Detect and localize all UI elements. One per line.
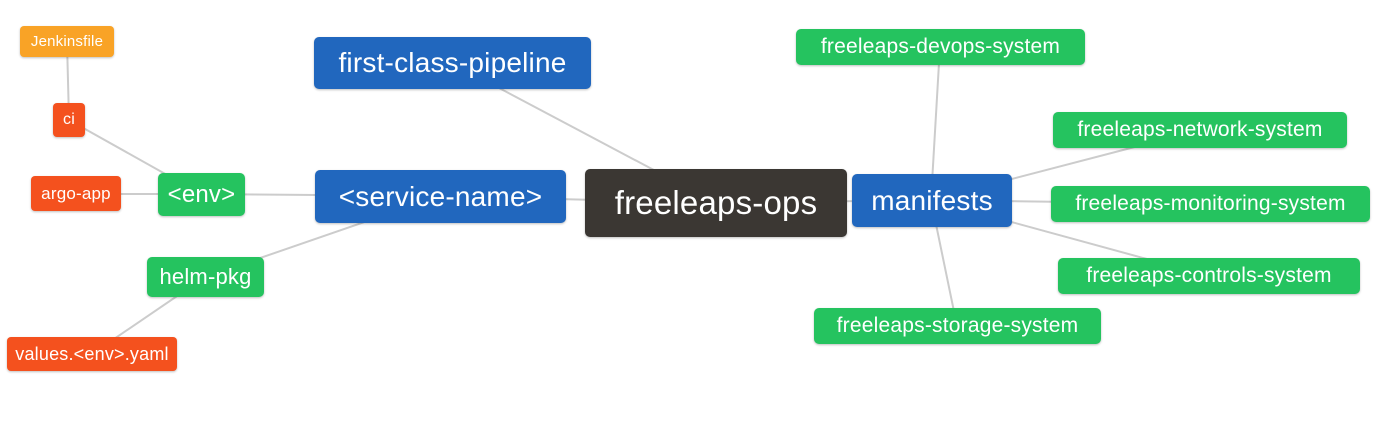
node-freeleaps-monitoring-system[interactable]: freeleaps-monitoring-system bbox=[1051, 186, 1370, 222]
node-helm-pkg[interactable]: helm-pkg bbox=[147, 257, 264, 297]
node-jenkinsfile[interactable]: Jenkinsfile bbox=[20, 26, 114, 57]
node-values-env-yaml[interactable]: values.<env>.yaml bbox=[7, 337, 177, 371]
node-freeleaps-network-system[interactable]: freeleaps-network-system bbox=[1053, 112, 1347, 148]
node-first-class-pipeline[interactable]: first-class-pipeline bbox=[314, 37, 591, 89]
node-freeleaps-storage-system[interactable]: freeleaps-storage-system bbox=[814, 308, 1101, 344]
node-service-name[interactable]: <service-name> bbox=[315, 170, 566, 223]
node-manifests[interactable]: manifests bbox=[852, 174, 1012, 227]
node-ci[interactable]: ci bbox=[53, 103, 85, 137]
node-freeleaps-devops-system[interactable]: freeleaps-devops-system bbox=[796, 29, 1085, 65]
node-freeleaps-ops-root[interactable]: freeleaps-ops bbox=[585, 169, 847, 237]
node-env[interactable]: <env> bbox=[158, 173, 245, 216]
node-argo-app[interactable]: argo-app bbox=[31, 176, 121, 211]
node-freeleaps-controls-system[interactable]: freeleaps-controls-system bbox=[1058, 258, 1360, 294]
